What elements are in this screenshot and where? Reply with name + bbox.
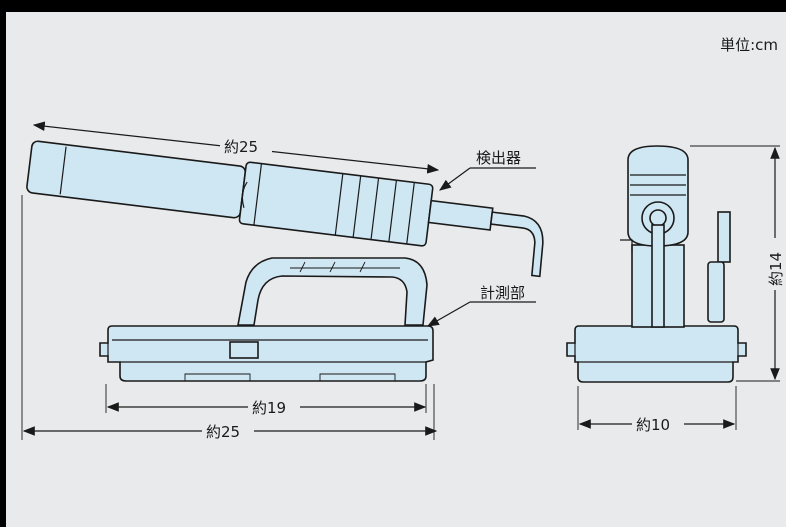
side-width-label: 約10 (636, 416, 670, 434)
base-edge (107, 339, 428, 363)
probe-rear-tube (26, 140, 247, 219)
base-feet (184, 373, 396, 381)
side-base-edge (574, 343, 739, 363)
front-extension-lines (21, 195, 435, 440)
total-dimension-mask (202, 421, 254, 441)
probe-grip-ribs (334, 173, 415, 245)
detector-label: 検出器 (476, 149, 521, 167)
side-clip (620, 239, 633, 252)
handle-stand (237, 257, 428, 326)
side-hook-grip (707, 261, 725, 323)
probe-collar (241, 163, 263, 226)
base-body (99, 325, 434, 382)
unit-label: 単位:cm (720, 36, 778, 54)
side-width-mask (632, 414, 684, 434)
side-probe-neck (651, 224, 665, 328)
meter-leader (426, 301, 471, 327)
front-view: 約25 検出器 計測部 約19 約25 (21, 121, 544, 441)
base-length-label: 約19 (252, 399, 286, 417)
handle-ribs (290, 261, 400, 273)
side-hook-tip (717, 211, 731, 263)
probe-nozzle (427, 199, 494, 231)
side-view: 約10 約14 (566, 145, 786, 434)
probe-grip (238, 161, 434, 247)
detector-probe (26, 140, 544, 278)
probe-length-label: 約25 (224, 138, 258, 156)
base-dimension-mask (248, 397, 300, 417)
side-height-label: 約14 (767, 252, 785, 286)
base-switch (229, 341, 259, 359)
probe-hook (489, 211, 544, 278)
total-length-label: 約25 (206, 423, 240, 441)
side-extension-lines (577, 145, 780, 430)
side-probe-lens-inner (649, 209, 667, 227)
side-height-mask (764, 238, 786, 290)
meter-label: 計測部 (480, 284, 525, 302)
detector-leader (439, 167, 471, 191)
probe-dimension-mask (220, 134, 272, 156)
side-probe-ribs (630, 174, 686, 196)
side-base-body (566, 325, 747, 383)
